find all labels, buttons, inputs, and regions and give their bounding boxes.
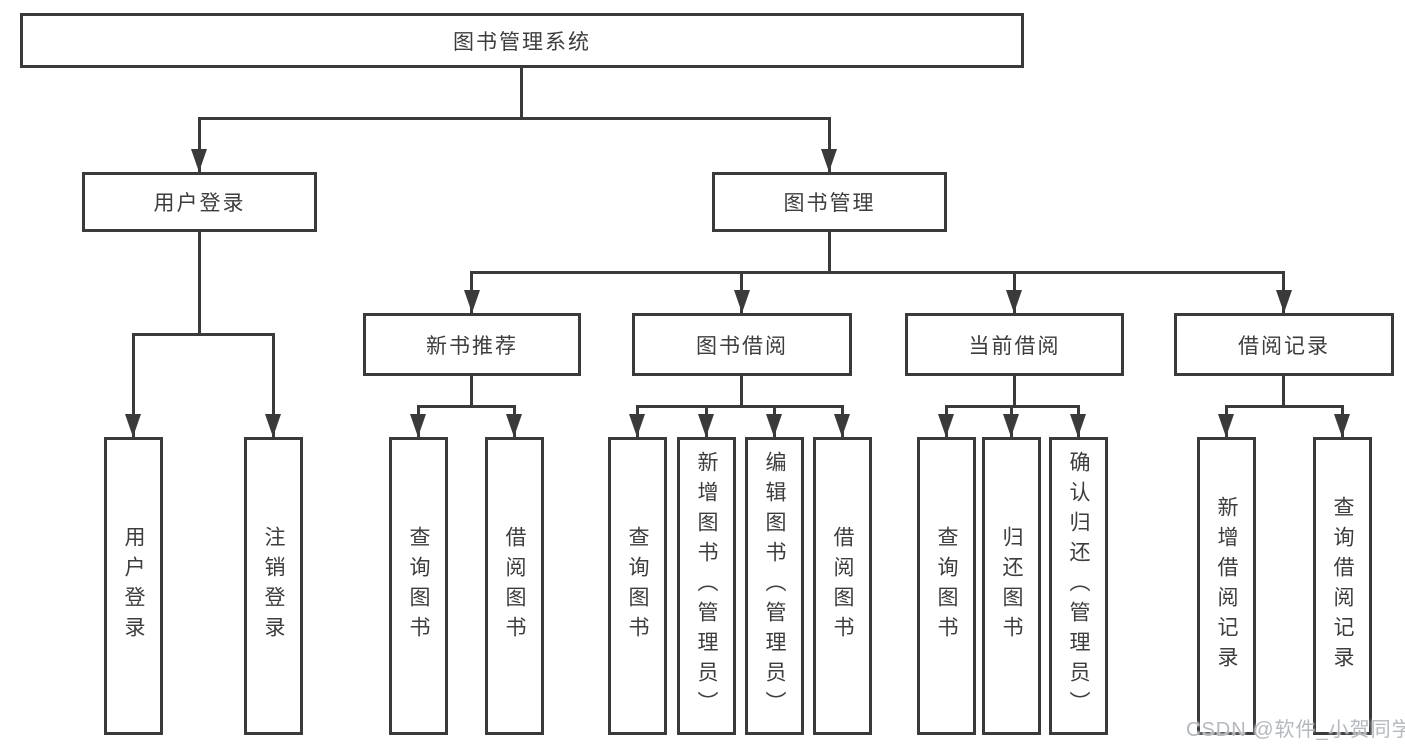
arrow-down-icon xyxy=(125,414,141,437)
leaf-return-books: 归还图书 xyxy=(982,437,1041,735)
leaf-label: 用户登录 xyxy=(122,526,146,646)
leaf-label: 新增图书（管理员） xyxy=(695,451,719,721)
arrow-down-icon xyxy=(698,414,714,437)
leaf-label: 新增借阅记录 xyxy=(1215,496,1239,676)
leaf-label: 注销登录 xyxy=(262,526,286,646)
connector-line xyxy=(272,333,275,437)
arrow-down-icon xyxy=(629,414,645,437)
leaf-confirm-return-admin: 确认归还（管理员） xyxy=(1049,437,1108,735)
node-library-system: 图书管理系统 xyxy=(20,13,1024,68)
node-book-management: 图书管理 xyxy=(712,172,947,232)
connector-line xyxy=(132,333,275,336)
node-label: 当前借阅 xyxy=(968,334,1061,358)
arrow-down-icon xyxy=(938,414,954,437)
connector-line xyxy=(1013,376,1016,408)
node-label: 新书推荐 xyxy=(426,334,518,358)
connector-line xyxy=(470,271,1285,274)
arrow-down-icon xyxy=(1334,414,1350,437)
node-label: 图书管理 xyxy=(783,192,876,215)
csdn-watermark: CSDN @软件_小贺同学 xyxy=(1186,719,1405,741)
connector-line xyxy=(470,376,473,408)
leaf-add-borrow-record: 新增借阅记录 xyxy=(1197,437,1256,735)
leaf-logout: 注销登录 xyxy=(244,437,303,735)
arrow-down-icon xyxy=(410,414,426,437)
connector-line xyxy=(1225,405,1344,408)
node-user-login: 用户登录 xyxy=(82,172,317,232)
connector-line xyxy=(740,376,743,408)
arrow-down-icon xyxy=(265,414,281,437)
arrow-down-icon xyxy=(766,414,782,437)
arrow-down-icon xyxy=(1070,414,1086,437)
connector-line xyxy=(828,117,831,172)
node-label: 图书借阅 xyxy=(696,334,788,358)
connector-line xyxy=(520,68,523,120)
connector-line xyxy=(417,405,516,408)
arrow-down-icon xyxy=(1006,290,1022,313)
node-book-borrow: 图书借阅 xyxy=(632,313,852,376)
leaf-label: 查询图书 xyxy=(626,526,650,646)
arrow-down-icon xyxy=(734,290,750,313)
leaf-label: 查询图书 xyxy=(935,526,959,646)
connector-line xyxy=(132,333,135,437)
connector-line xyxy=(636,405,844,408)
arrow-down-icon xyxy=(821,149,837,172)
node-label: 借阅记录 xyxy=(1238,334,1330,358)
arrow-down-icon xyxy=(464,290,480,313)
arrow-down-icon xyxy=(1276,290,1292,313)
node-new-book-recommend: 新书推荐 xyxy=(363,313,581,376)
connector-line xyxy=(828,232,831,274)
leaf-add-book-admin: 新增图书（管理员） xyxy=(677,437,736,735)
leaf-borrow-books-2: 借阅图书 xyxy=(813,437,872,735)
node-label: 图书管理系统 xyxy=(453,30,591,54)
leaf-query-books-borrow: 查询图书 xyxy=(608,437,667,735)
arrow-down-icon xyxy=(834,414,850,437)
arrow-down-icon xyxy=(1218,414,1234,437)
arrow-down-icon xyxy=(1003,414,1019,437)
connector-line xyxy=(198,117,831,120)
node-borrow-records: 借阅记录 xyxy=(1174,313,1394,376)
leaf-label: 查询借阅记录 xyxy=(1331,496,1355,676)
connector-line xyxy=(198,117,201,172)
leaf-query-borrow-record: 查询借阅记录 xyxy=(1313,437,1372,735)
leaf-edit-book-admin: 编辑图书（管理员） xyxy=(745,437,804,735)
leaf-label: 归还图书 xyxy=(1000,526,1024,646)
leaf-query-books-recommend: 查询图书 xyxy=(389,437,448,735)
node-current-borrow: 当前借阅 xyxy=(905,313,1124,376)
leaf-query-books-current: 查询图书 xyxy=(917,437,976,735)
connector-line xyxy=(198,232,201,336)
leaf-label: 借阅图书 xyxy=(831,526,855,646)
leaf-label: 编辑图书（管理员） xyxy=(763,451,787,721)
leaf-label: 查询图书 xyxy=(407,526,431,646)
node-label: 用户登录 xyxy=(153,192,246,215)
connector-line xyxy=(1282,376,1285,408)
arrow-down-icon xyxy=(506,414,522,437)
leaf-label: 确认归还（管理员） xyxy=(1067,451,1091,721)
leaf-user-login: 用户登录 xyxy=(104,437,163,735)
leaf-borrow-books-recommend: 借阅图书 xyxy=(485,437,544,735)
leaf-label: 借阅图书 xyxy=(503,526,527,646)
arrow-down-icon xyxy=(191,149,207,172)
